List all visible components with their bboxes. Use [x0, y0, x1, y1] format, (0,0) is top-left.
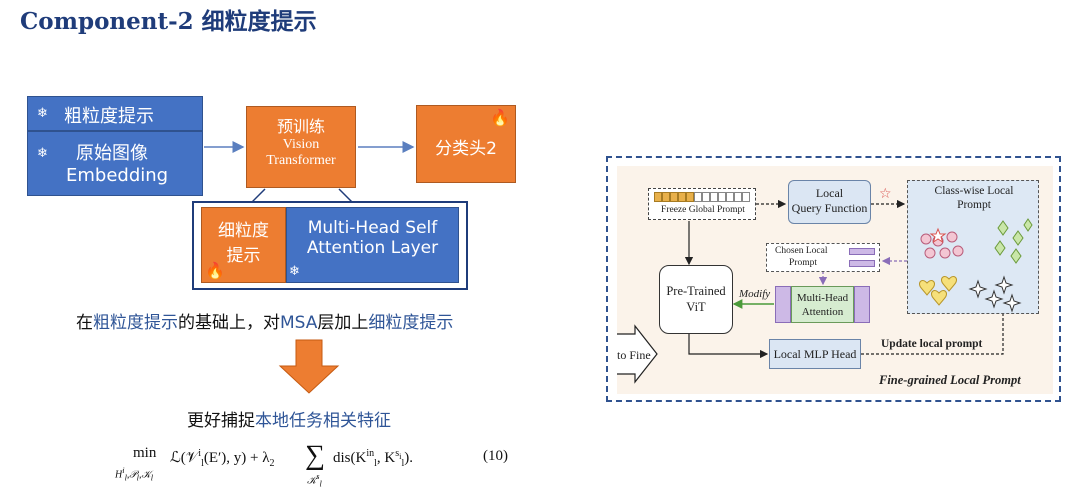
right-arrows — [617, 199, 1008, 384]
freeze-global-box: Freeze Global Prompt — [648, 188, 756, 220]
embedding-label: Embedding — [66, 165, 169, 186]
msa-layer-box: Multi-Head Self Attention Layer ❄ — [286, 207, 459, 283]
prompt-token — [849, 248, 875, 255]
coarse-prompt-label: 粗粒度提示 — [64, 106, 154, 127]
orig-image-label: 原始图像 — [76, 143, 148, 164]
snowflake-icon: ❄ — [37, 146, 48, 161]
down-arrow-icon — [278, 339, 340, 394]
snowflake-icon: ❄ — [289, 264, 300, 279]
prompt-tokens — [654, 192, 750, 202]
modify-label: Modify — [739, 288, 771, 300]
right-figure: Freeze Global Prompt Local Query Functio… — [617, 166, 1053, 394]
star-icon: ☆ — [879, 186, 892, 202]
image-embedding-box: ❄ 原始图像 Embedding — [27, 131, 203, 196]
to-fine-label: to Fine — [617, 348, 651, 362]
pretrain-transformer: Transformer — [266, 153, 336, 168]
snowflake-icon: ❄ — [37, 106, 48, 121]
fine-prompt-line1: 细粒度 — [218, 221, 269, 241]
equation-number: (10) — [483, 448, 508, 464]
msa-line2: Attention Layer — [306, 238, 439, 258]
page-title: Component-2 细粒度提示 — [20, 8, 317, 35]
update-label: Update local prompt — [881, 338, 983, 350]
result-line: 更好捕捉本地任务相关特征 — [187, 411, 391, 431]
fine-prompt-box: 细粒度 提示 🔥 — [201, 207, 286, 283]
prompt-clusters-icon — [919, 218, 1033, 313]
figure-caption: Fine-grained Local Prompt — [879, 373, 1021, 387]
chosen-prompt-box: Chosen Local Prompt — [766, 243, 880, 272]
right-figure-frame — [606, 156, 1061, 402]
coarse-prompt-box: ❄ 粗粒度提示 — [27, 96, 203, 131]
chosen-label: Chosen Local Prompt — [775, 246, 828, 268]
flame-icon: 🔥 — [490, 108, 510, 127]
local-mlp-head: Local MLP Head — [769, 339, 861, 369]
pretrained-vit-box: 预训练 Vision Transformer — [246, 106, 356, 188]
msa-line1: Multi-Head Self — [307, 218, 438, 238]
classwise-prompt-box: Class-wise Local Prompt — [907, 180, 1039, 314]
caption-line: 在粗粒度提示的基础上，对MSA层加上细粒度提示 — [76, 313, 454, 333]
cls-head-label: 分类头2 — [435, 139, 497, 159]
classwise-label: Class-wise Local Prompt — [934, 185, 1014, 211]
fine-prompt-line2: 提示 — [226, 246, 261, 266]
pretrain-vision: Vision — [282, 137, 320, 152]
classification-head-box: 🔥 分类头2 — [416, 105, 516, 183]
freeze-global-label: Freeze Global Prompt — [661, 205, 745, 215]
pretrain-cn: 预训练 — [276, 117, 325, 136]
prompt-token — [849, 260, 875, 267]
local-query-box: Local Query Function — [788, 180, 871, 224]
equation: min Hil,𝒫l,𝒦l ℒ(𝒱il(E′), y) + λ2 ∑ 𝒦sl d… — [115, 440, 414, 489]
mha-node: Multi-Head Attention — [775, 286, 870, 323]
flame-icon: 🔥 — [205, 261, 225, 280]
pretrained-vit-node: Pre-Trained ViT — [659, 265, 733, 334]
